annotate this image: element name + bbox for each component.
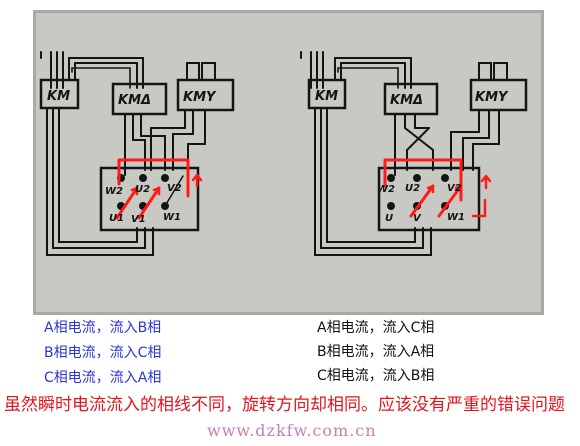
left-terminal-board [99, 166, 200, 232]
left-caption-1: A相电流，流入B相 [44, 320, 162, 336]
right-terminal-v2: V2 [447, 183, 462, 194]
right-terminal-v: V [413, 213, 422, 224]
left-terminal-u2: U2 [135, 184, 150, 195]
right-kmd-box [383, 82, 439, 116]
wiring-photo: KM KMΔ KMY W2 U2 V2 U1 V1 W1 KM KMΔ KMY … [33, 10, 544, 315]
left-terminal-v2: V2 [167, 183, 182, 194]
left-caption-3: C相电流，流入A相 [44, 370, 162, 386]
left-caption-2: B相电流，流入C相 [44, 345, 162, 361]
right-diagram [300, 51, 528, 256]
left-terminal-v1: V1 [131, 214, 146, 225]
right-terminal-u: U [385, 213, 393, 224]
right-terminal-board [377, 166, 481, 232]
left-terminal-u1: U1 [109, 213, 124, 224]
site-watermark: www.dzkfw.com.cn [207, 421, 377, 440]
left-kmd-label: KMΔ [118, 93, 151, 108]
left-diagram [39, 51, 235, 256]
left-terminal-w2: W2 [105, 186, 123, 197]
right-terminal-w1: W1 [447, 212, 465, 223]
wiring-diagrams: KM KMΔ KMY W2 U2 V2 U1 V1 W1 KM KMΔ KMY … [33, 10, 544, 315]
right-kmd-label: KMΔ [390, 93, 423, 108]
left-current-arrows [115, 158, 203, 220]
left-terminal-w1: W1 [163, 212, 181, 223]
right-caption-2: B相电流，流入A相 [317, 344, 435, 360]
right-terminal-w2: W2 [377, 184, 395, 195]
left-kmd-box [111, 82, 168, 116]
right-caption-3: C相电流，流入B相 [317, 368, 435, 384]
right-km-label: KM [315, 89, 338, 104]
right-kmy-label: KMY [475, 90, 509, 105]
right-terminal-u2: U2 [405, 183, 420, 194]
left-km-label: KM [47, 89, 70, 104]
right-current-arrows [383, 158, 492, 218]
right-caption-1: A相电流，流入C相 [317, 320, 435, 336]
conclusion-text: 虽然瞬时电流流入的相线不同，旋转方向却相同。应该没有严重的错误问题 [4, 395, 565, 415]
left-kmy-label: KMY [183, 90, 217, 105]
